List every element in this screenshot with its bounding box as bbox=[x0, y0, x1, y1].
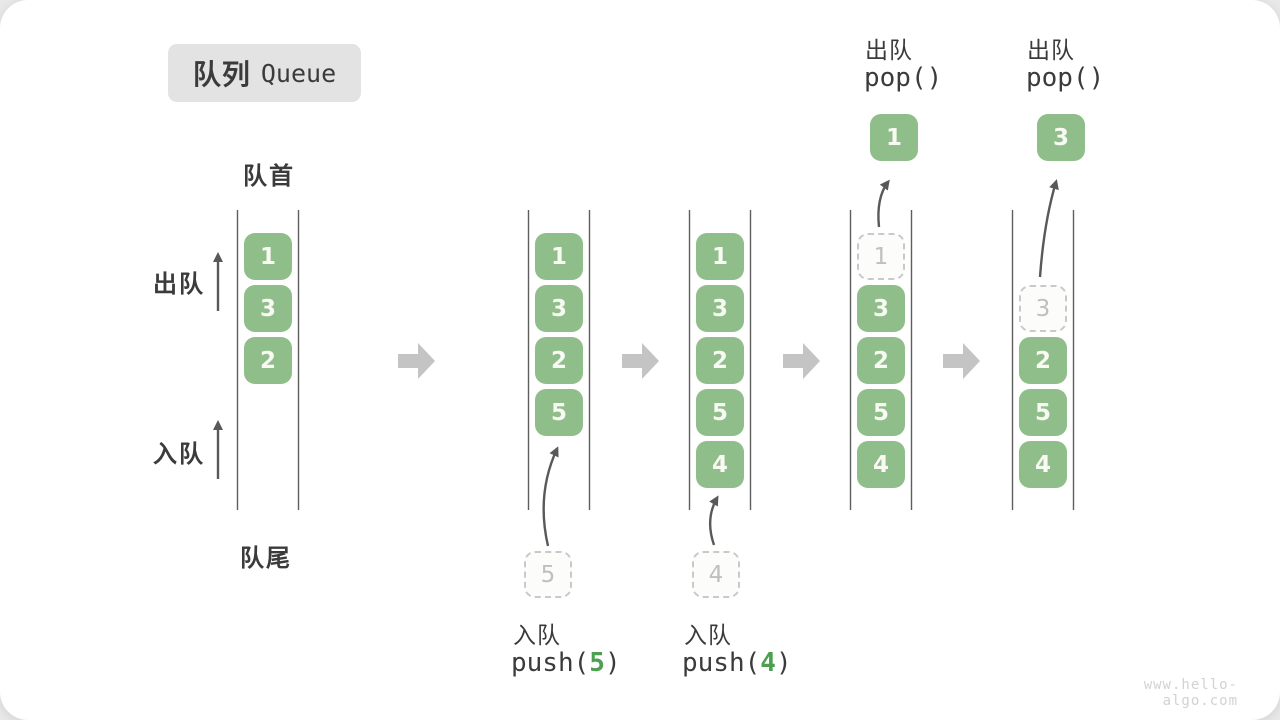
push-5-arrow-icon bbox=[542, 446, 559, 547]
queue-item: 2 bbox=[857, 337, 905, 384]
popped-item: 1 bbox=[870, 114, 918, 161]
pop-1-arrow-icon bbox=[877, 179, 890, 228]
queue-item: 2 bbox=[244, 337, 292, 384]
code-fn: push( bbox=[682, 648, 761, 678]
staged-item-ghost: 5 bbox=[524, 551, 572, 598]
queue-item: 4 bbox=[1019, 441, 1067, 488]
dequeue-op-label: 出队 bbox=[865, 38, 913, 64]
enqueue-op-label: 入队 bbox=[513, 623, 561, 649]
code-close: ) bbox=[775, 648, 792, 678]
dequeue-side-label: 出队 bbox=[153, 270, 205, 298]
dequeued-item-ghost: 1 bbox=[857, 233, 905, 280]
queue-rear-label: 队尾 bbox=[240, 544, 292, 572]
enqueue-op-label: 入队 bbox=[684, 623, 732, 649]
title-english: Queue bbox=[260, 58, 337, 88]
dequeued-item-ghost: 3 bbox=[1019, 285, 1067, 332]
queue-item: 5 bbox=[696, 389, 744, 436]
queue-front-label: 队首 bbox=[243, 162, 295, 190]
queue-item: 3 bbox=[244, 285, 292, 332]
code-arg: 4 bbox=[760, 648, 776, 678]
queue-item: 4 bbox=[696, 441, 744, 488]
staged-item-ghost: 4 bbox=[692, 551, 740, 598]
title-chinese: 队列 bbox=[192, 58, 251, 91]
queue-item: 2 bbox=[535, 337, 583, 384]
queue-item: 3 bbox=[857, 285, 905, 332]
queue-item: 1 bbox=[535, 233, 583, 280]
queue-container-lines bbox=[236, 210, 1075, 510]
queue-item: 5 bbox=[535, 389, 583, 436]
code-fn: push( bbox=[511, 648, 590, 678]
queue-item: 3 bbox=[535, 285, 583, 332]
push-4-code-label: push(4) bbox=[682, 648, 792, 678]
pop-3-arrow-icon bbox=[1038, 179, 1059, 278]
queue-item: 1 bbox=[696, 233, 744, 280]
push-5-code-label: push(5) bbox=[511, 648, 621, 678]
diagram-title: 队列 Queue bbox=[168, 44, 361, 102]
enqueue-side-label: 入队 bbox=[153, 440, 205, 468]
queue-item: 4 bbox=[857, 441, 905, 488]
pop-code-label: pop() bbox=[1026, 63, 1105, 93]
queue-item: 3 bbox=[696, 285, 744, 332]
watermark: www.hello-algo.com bbox=[1143, 677, 1238, 709]
push-4-arrow-icon bbox=[709, 495, 719, 546]
pop-code-label: pop() bbox=[864, 63, 943, 93]
dequeue-op-label: 出队 bbox=[1027, 38, 1075, 64]
queue-item: 1 bbox=[244, 233, 292, 280]
queue-item: 5 bbox=[1019, 389, 1067, 436]
queue-item: 5 bbox=[857, 389, 905, 436]
popped-item: 3 bbox=[1037, 114, 1085, 161]
code-arg: 5 bbox=[589, 648, 605, 678]
queue-item: 2 bbox=[1019, 337, 1067, 384]
queue-item: 2 bbox=[696, 337, 744, 384]
code-close: ) bbox=[604, 648, 621, 678]
